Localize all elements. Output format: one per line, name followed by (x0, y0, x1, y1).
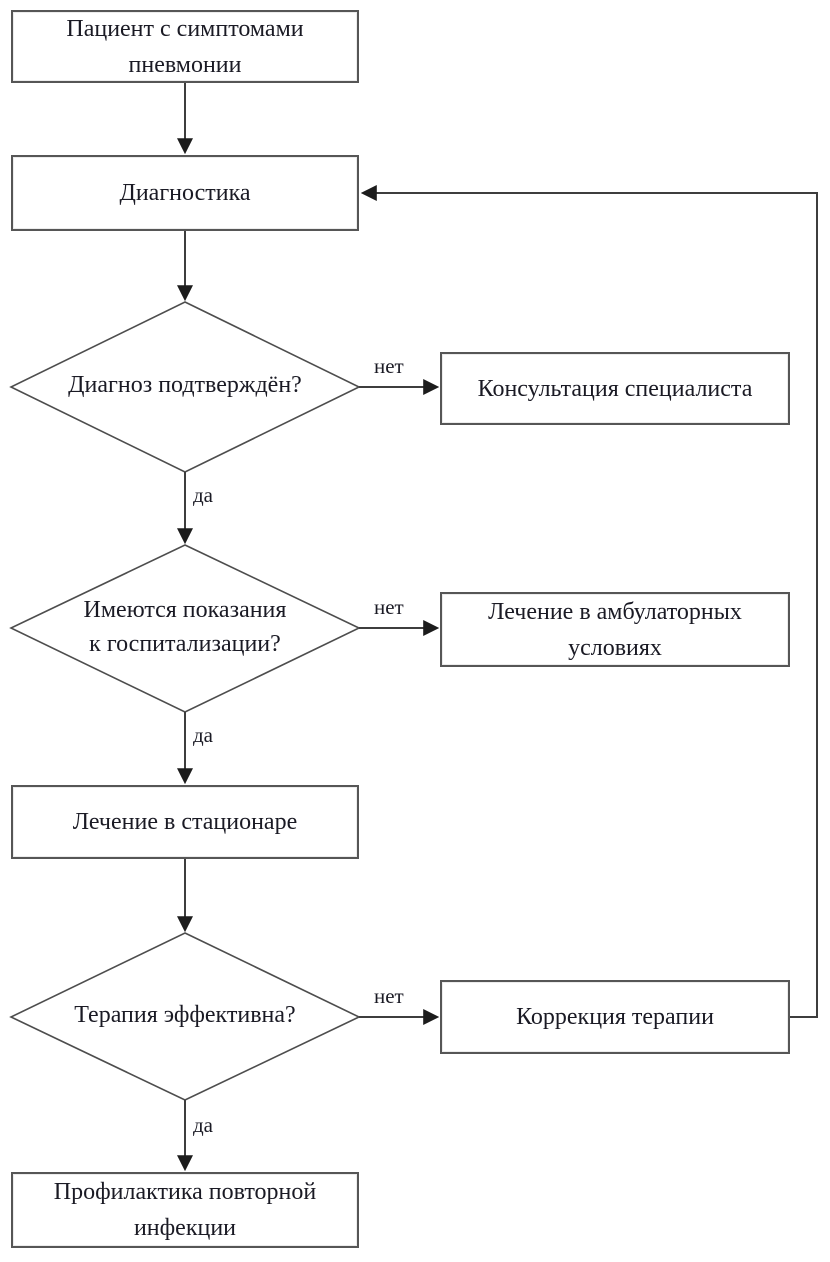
edge-label-yes-effective: да (193, 1113, 214, 1137)
node-reinfection-prevention: Профилактика повторной инфекции (11, 1172, 359, 1248)
feedback-loop-correction-to-diagnostics (360, 185, 818, 1018)
node-diagnostics: Диагностика (11, 155, 359, 231)
node-specialist-consultation: Консультация специалиста (440, 352, 790, 425)
edge-label-no-hospitalization: нет (374, 595, 404, 619)
decision-therapy-effective-label: Терапия эффективна? (74, 1002, 296, 1029)
edge-label-no-confirmed: нет (374, 354, 404, 378)
decision-hospitalization-indicated-label: Имеются показания к госпитализации? (83, 597, 287, 657)
node-patient: Пациент с симптомами пневмонии (11, 10, 359, 83)
edge-label-yes-hospitalization: да (193, 723, 214, 747)
decision-diagnosis-confirmed-label: Диагноз подтверждён? (68, 372, 302, 399)
node-therapy-correction: Коррекция терапии (440, 980, 790, 1054)
edge-label-no-effective: нет (374, 984, 404, 1008)
node-inpatient-treatment: Лечение в стационаре (11, 785, 359, 859)
node-outpatient-treatment: Лечение в амбулаторных условиях (440, 592, 790, 667)
edge-label-yes-confirmed: да (193, 483, 214, 507)
